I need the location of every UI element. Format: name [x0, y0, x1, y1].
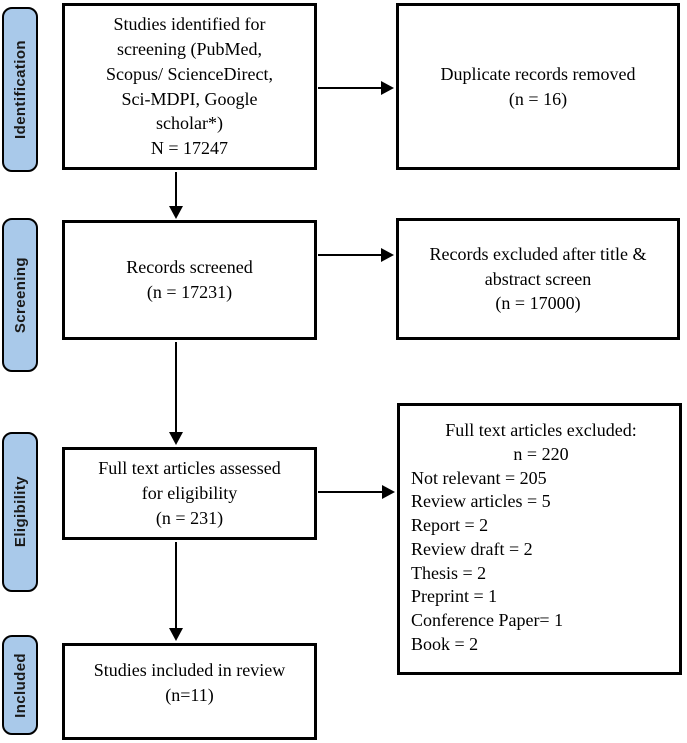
box-studies-included: Studies included in review (n=11): [62, 643, 317, 740]
box-full-text-assessed-text: Full text articles assessed for eligibil…: [98, 458, 281, 528]
arrow-screened-to-excluded-head: [381, 248, 394, 262]
full-text-excluded-item: Review draft = 2: [411, 538, 533, 559]
full-text-excluded-item: Book = 2: [411, 633, 479, 654]
box-studies-included-text: Studies included in review (n=11): [93, 660, 286, 705]
arrow-identified-to-duplicates-line: [318, 87, 382, 89]
full-text-excluded-item: Conference Paper= 1: [411, 610, 564, 630]
full-text-excluded-item: Preprint = 1: [411, 586, 498, 607]
box-full-text-excluded: Full text articles excluded: n = 220 Not…: [397, 403, 682, 675]
stage-eligibility: Eligibility: [2, 432, 38, 592]
box-records-screened-text: Records screened (n = 17231): [126, 257, 253, 302]
arrow-screened-to-assessed-head: [169, 432, 183, 445]
arrow-assessed-to-ft-excluded-line: [318, 491, 383, 493]
stage-screening: Screening: [2, 218, 38, 372]
box-records-screened: Records screened (n = 17231): [62, 220, 317, 340]
box-studies-identified: Studies identified for screening (PubMed…: [62, 3, 317, 170]
arrow-identified-to-screened-head: [169, 206, 183, 219]
stage-identification: Identification: [2, 7, 38, 172]
box-duplicate-records-removed-text: Duplicate records removed (n = 16): [440, 63, 636, 109]
arrow-screened-to-assessed-line: [175, 342, 177, 433]
arrow-screened-to-excluded-line: [318, 254, 382, 256]
box-records-excluded: Records excluded after title & abstract …: [396, 218, 680, 340]
box-full-text-assessed: Full text articles assessed for eligibil…: [62, 447, 317, 540]
stage-included-label: Included: [11, 652, 29, 718]
box-records-excluded-text: Records excluded after title & abstract …: [429, 243, 647, 314]
full-text-excluded-item: Review articles = 5: [411, 491, 551, 512]
box-studies-identified-text: Studies identified for screening (PubMed…: [106, 14, 273, 159]
arrow-assessed-to-included-line: [175, 542, 177, 629]
arrow-assessed-to-included-head: [169, 628, 183, 641]
full-text-excluded-item: Thesis = 2: [411, 562, 487, 583]
stage-included: Included: [2, 635, 38, 735]
stage-eligibility-label: Eligibility: [11, 476, 29, 548]
full-text-excluded-header: Full text articles excluded: n = 220: [445, 420, 637, 464]
arrow-identified-to-duplicates-head: [381, 81, 394, 95]
arrow-identified-to-screened-line: [175, 172, 177, 208]
full-text-excluded-item: Report = 2: [411, 515, 489, 535]
stage-screening-label: Screening: [11, 256, 29, 334]
arrow-assessed-to-ft-excluded-head: [382, 485, 395, 499]
stage-identification-label: Identification: [11, 40, 29, 139]
full-text-excluded-item: Not relevant = 205: [411, 467, 547, 488]
box-duplicate-records-removed: Duplicate records removed (n = 16): [396, 3, 680, 170]
